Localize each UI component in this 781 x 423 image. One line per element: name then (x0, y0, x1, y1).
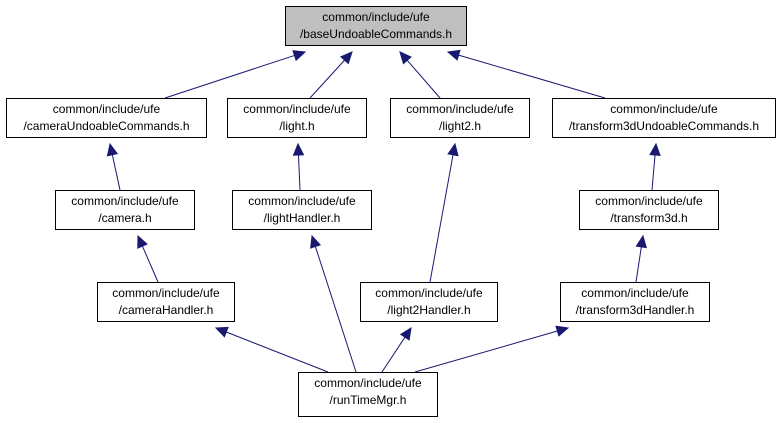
node-file-label: /runTimeMgr.h (329, 393, 407, 407)
node-base: common/include/ufe/baseUndoableCommands.… (285, 6, 467, 46)
node-path-label: common/include/ufe (314, 376, 422, 390)
node-lightH[interactable]: common/include/ufe/lightHandler.h (232, 190, 372, 230)
edge-light2-to-base (406, 59, 441, 99)
arrowhead-lightH (310, 234, 322, 249)
node-t3dH[interactable]: common/include/ufe/transform3dHandler.h (560, 282, 710, 322)
node-path-label: common/include/ufe (243, 102, 351, 116)
arrowhead-base (292, 50, 307, 62)
edge-t3d-to-t3dUC (651, 154, 656, 191)
node-cameraUC[interactable]: common/include/ufe/cameraUndoableCommand… (6, 98, 207, 138)
node-path-label: common/include/ufe (375, 286, 483, 300)
arrowhead-cameraUC (106, 142, 119, 157)
node-t3dUC[interactable]: common/include/ufe/transform3dUndoableCo… (552, 98, 776, 138)
arrowhead-base (339, 51, 353, 65)
node-path-label: common/include/ufe (71, 194, 179, 208)
node-file-label: /camera.h (98, 211, 152, 225)
node-path-label: common/include/ufe (52, 102, 161, 116)
node-light2H[interactable]: common/include/ufe/light2Handler.h (360, 282, 498, 322)
edge-runtime-to-lightH (314, 246, 357, 373)
arrowhead-cameraH (214, 326, 229, 338)
edge-runtime-to-light2H (381, 336, 406, 373)
node-path-label: common/include/ufe (610, 102, 718, 116)
node-file-label: /lightHandler.h (263, 211, 341, 225)
node-path-label: common/include/ufe (581, 286, 689, 300)
node-runtime[interactable]: common/include/ufe/runTimeMgr.h (298, 372, 438, 417)
node-file-label: /transform3dUndoableCommands.h (568, 119, 760, 133)
node-file-label: /light.h (279, 119, 315, 133)
node-file-label: /cameraUndoableCommands.h (23, 119, 190, 133)
edge-camera-to-cameraUC (111, 154, 121, 191)
arrowhead-light2H (399, 326, 412, 341)
node-camera[interactable]: common/include/ufe/camera.h (55, 190, 195, 230)
arrowhead-t3d (635, 234, 647, 249)
arrowhead-camera (137, 234, 148, 249)
node-light[interactable]: common/include/ufe/light.h (227, 98, 367, 138)
node-path-label: common/include/ufe (595, 194, 703, 208)
arrowhead-t3dH (555, 325, 570, 337)
node-path-label: common/include/ufe (406, 102, 514, 116)
edge-cameraUC-to-base (164, 54, 295, 99)
node-t3d[interactable]: common/include/ufe/transform3d.h (579, 190, 719, 230)
edge-cameraH-to-camera (141, 245, 159, 283)
edge-light-to-base (309, 59, 345, 99)
edge-runtime-to-t3dH (414, 330, 558, 373)
node-light2[interactable]: common/include/ufe/light2.h (390, 98, 530, 138)
node-path-label: common/include/ufe (322, 10, 430, 24)
arrowhead-t3dUC (649, 142, 661, 156)
arrowhead-base (399, 51, 412, 65)
node-path-label: common/include/ufe (248, 194, 356, 208)
node-file-label: /light2Handler.h (387, 303, 471, 317)
node-cameraH[interactable]: common/include/ufe/cameraHandler.h (97, 282, 235, 322)
edge-light2H-to-light2 (429, 154, 454, 283)
arrowhead-base (446, 49, 461, 61)
node-file-label: /cameraHandler.h (118, 303, 214, 317)
edge-lightH-to-light (297, 154, 301, 191)
arrowhead-light2 (447, 142, 459, 157)
edge-t3dH-to-t3d (635, 246, 642, 283)
edge-runtime-to-cameraH (226, 331, 329, 373)
node-file-label: /transform3d.h (610, 211, 688, 225)
node-file-label: /light2.h (438, 119, 482, 133)
edge-t3dUC-to-base (458, 54, 606, 99)
arrowhead-light (292, 142, 305, 156)
node-file-label: /transform3dHandler.h (575, 303, 695, 317)
node-path-label: common/include/ufe (112, 286, 220, 300)
node-file-label: /baseUndoableCommands.h (299, 27, 453, 41)
